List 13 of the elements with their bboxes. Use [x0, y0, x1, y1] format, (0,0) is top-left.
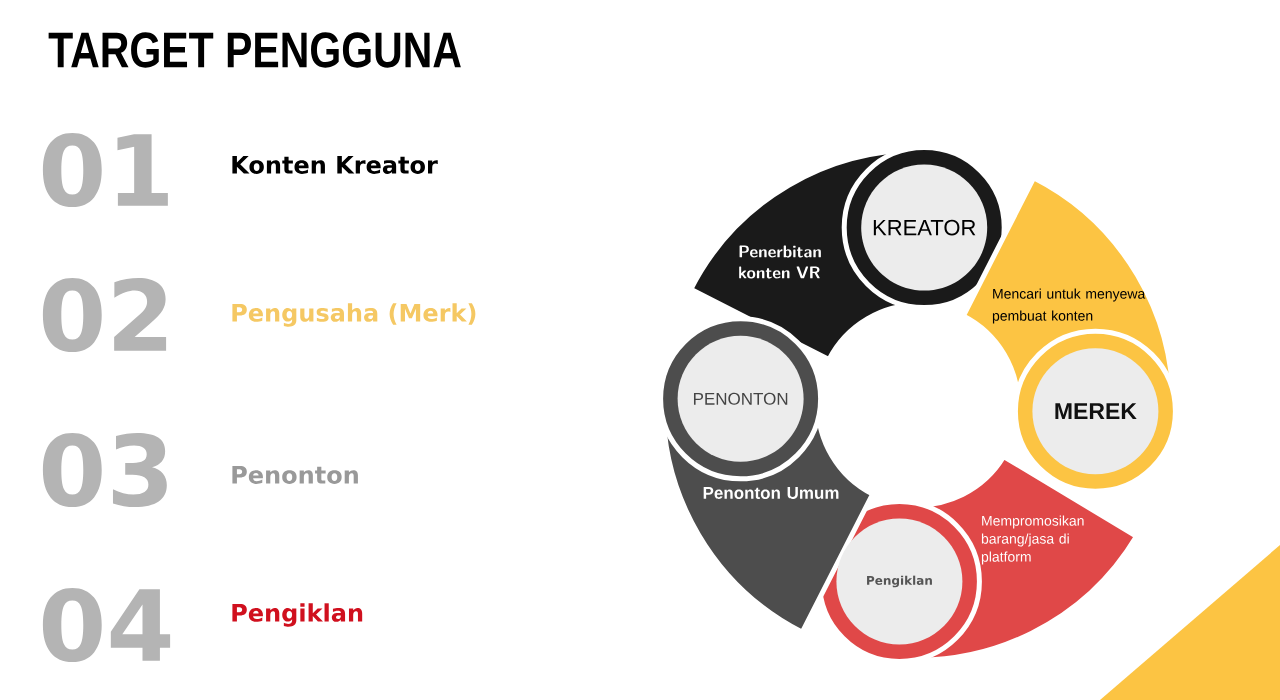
circle-badge: MEREK — [1032, 348, 1159, 475]
list-item: Konten Kreator — [232, 156, 438, 174]
list-item: Pengusaha (Merk) — [232, 303, 476, 327]
circle-badge: PENONTON — [677, 335, 804, 462]
step-number: 02 — [42, 277, 167, 353]
circle-badge: Pengiklan — [836, 518, 963, 645]
list-item: Pengiklan — [232, 603, 363, 627]
circle-badge: KREATOR — [861, 164, 988, 291]
step-number: 04 — [42, 587, 171, 663]
list-item: Penonton — [232, 466, 358, 484]
step-number: 03 — [42, 432, 167, 508]
step-number: 01 — [42, 132, 168, 208]
title: TARGET PENGGUNA — [48, 32, 461, 68]
